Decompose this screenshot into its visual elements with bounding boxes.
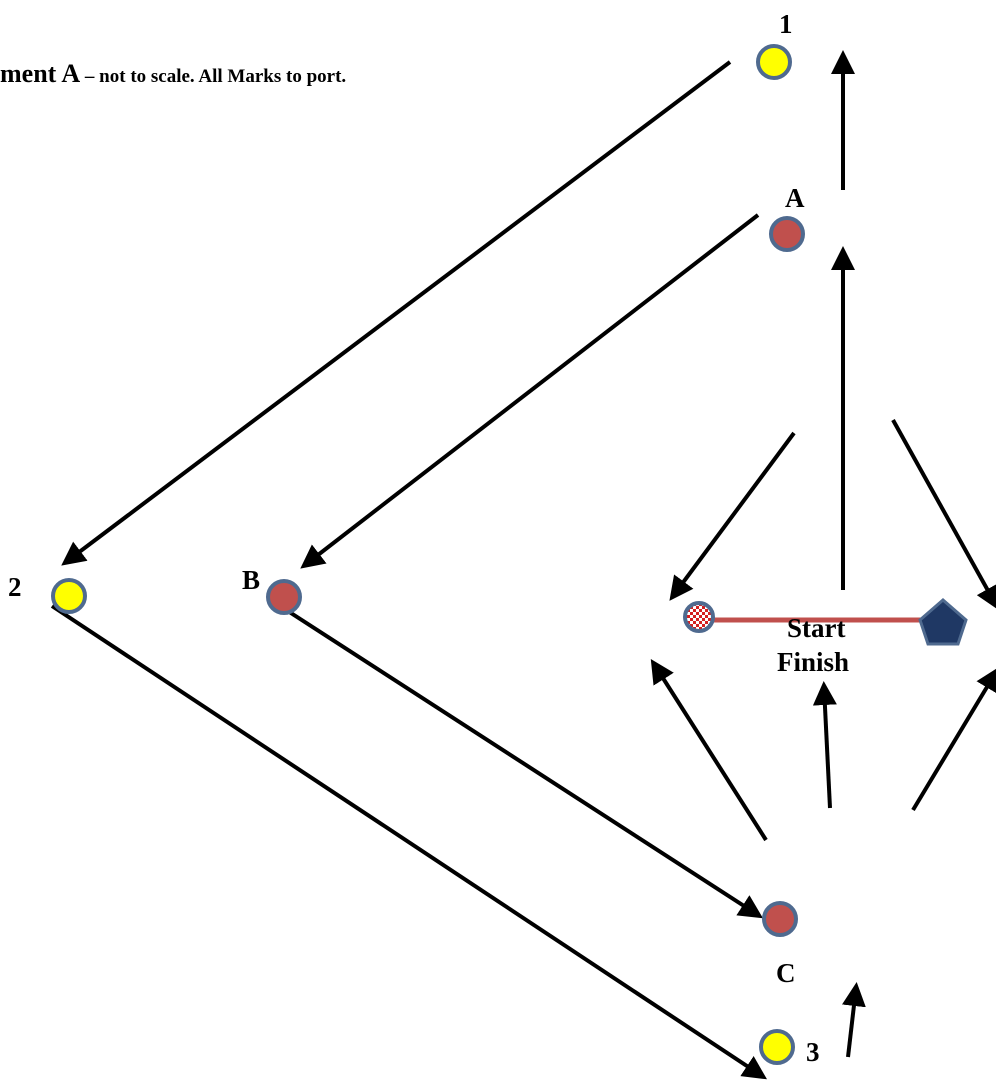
arrow-1-to-2 <box>61 60 732 566</box>
mark-2-buoy <box>51 578 87 614</box>
mark-3-buoy <box>759 1029 795 1065</box>
committee-boat-icon <box>918 598 968 646</box>
arrow-approach-boat <box>891 419 996 611</box>
arrow-c-to-pin <box>650 658 768 842</box>
diagram-title: ment A – not to scale. All Marks to port… <box>0 59 346 88</box>
mark-a-label: A <box>785 183 805 213</box>
finish-label: Finish <box>777 647 849 677</box>
mark-1-label: 1 <box>779 9 793 39</box>
arrow-3-to-finish <box>842 982 866 1058</box>
arrow-c-to-boat <box>911 666 996 812</box>
mark-3-label: 3 <box>806 1037 820 1067</box>
arrow-a-to-b <box>300 213 760 569</box>
mark-a-buoy <box>769 216 805 252</box>
mark-1-buoy <box>756 44 792 80</box>
mark-b-buoy <box>266 579 302 615</box>
mark-c-buoy <box>762 901 798 937</box>
mark-2-label: 2 <box>8 572 22 602</box>
arrow-2-to-3 <box>50 604 768 1080</box>
start-label: Start <box>787 613 845 643</box>
mark-c-label: C <box>776 958 796 988</box>
arrow-c-to-finish <box>812 681 837 809</box>
arrow-b-to-c <box>275 602 764 919</box>
mark-b-label: B <box>242 565 260 595</box>
course-arrows <box>50 50 996 1080</box>
checkered-pin-buoy-icon <box>683 601 715 633</box>
arrow-approach-pin <box>669 431 796 601</box>
